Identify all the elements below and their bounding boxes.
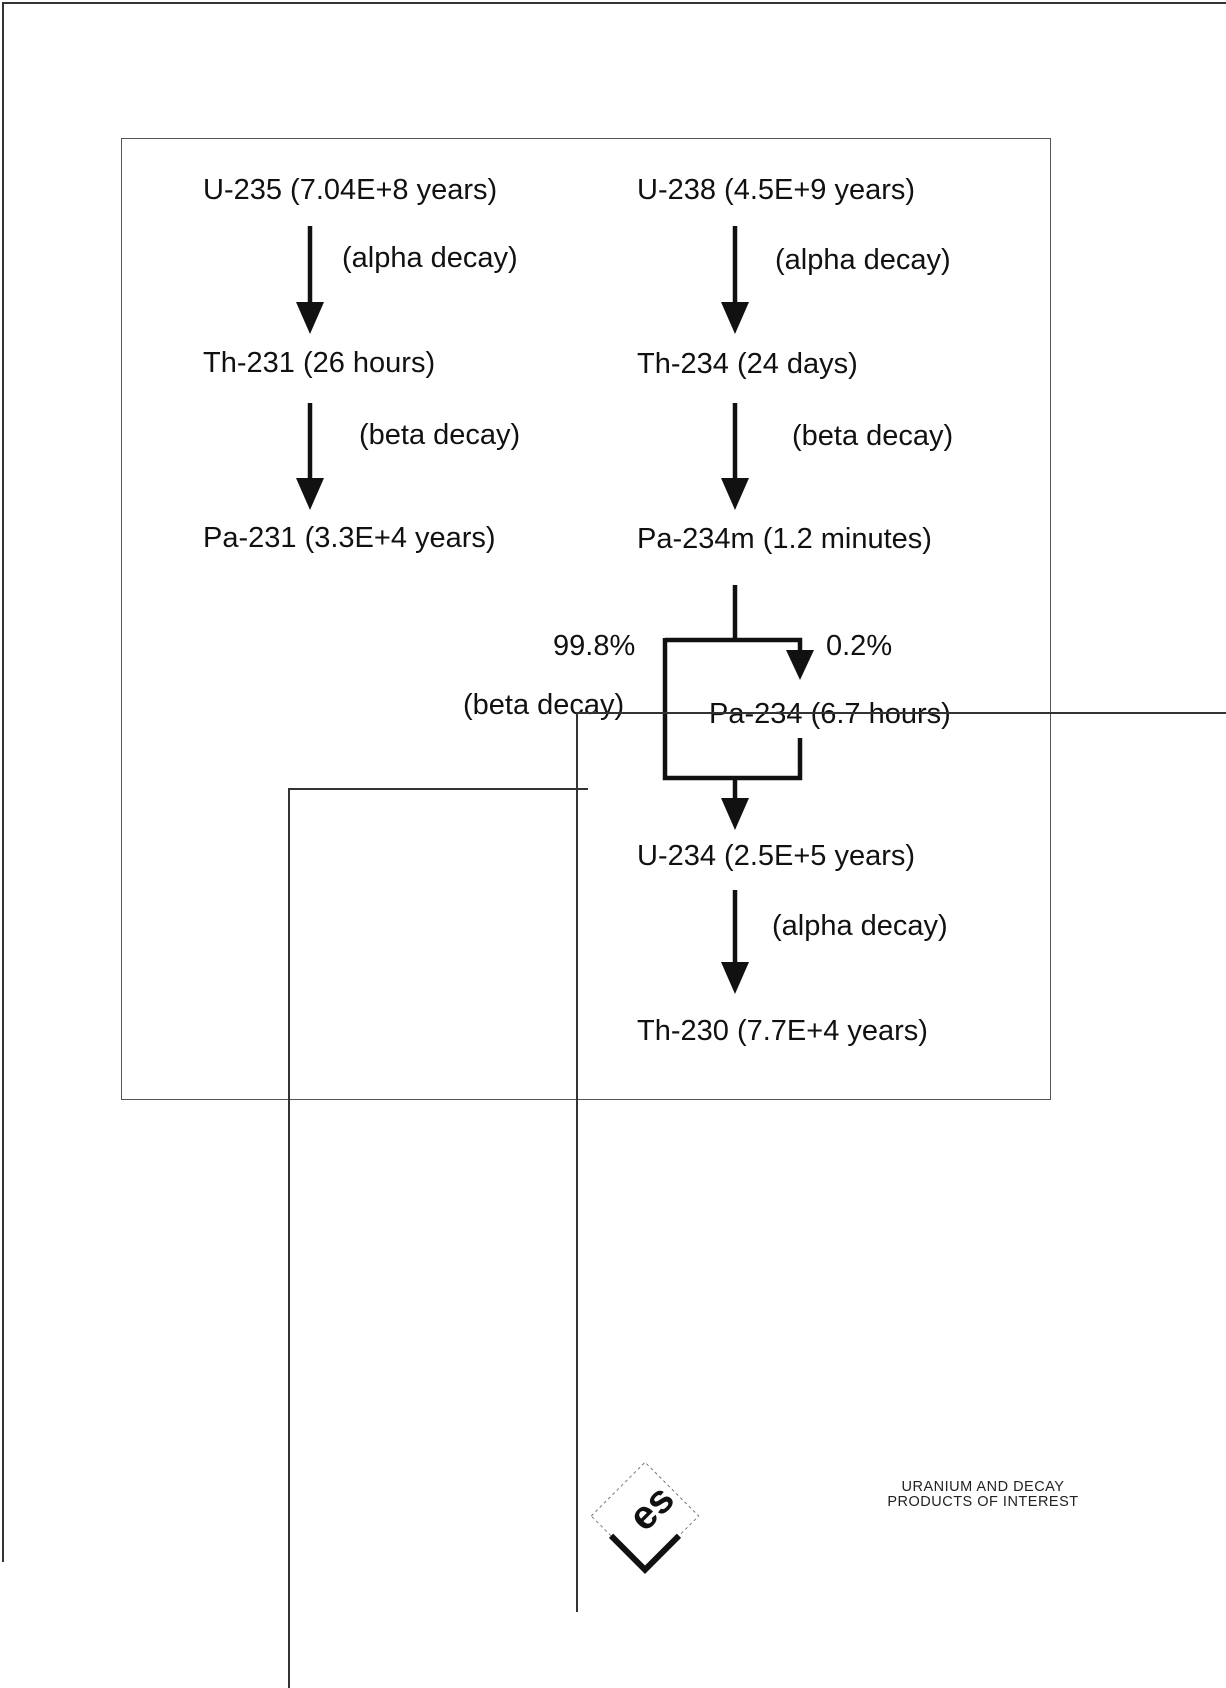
drawing-title-line1: URANIUM AND DECAY [901,1479,1065,1495]
decay-label-u235: (alpha decay) [342,242,518,274]
decay-label-th234: (beta decay) [792,420,954,452]
node-u238: U-238 (4.5E+9 years) [637,174,916,206]
branch-percent-minor: 0.2% [826,630,893,662]
decay-label-u234: (alpha decay) [772,910,948,942]
arrowhead-u234 [721,962,749,994]
arrowhead-th231 [296,478,324,510]
node-pa234: Pa-234 (6.7 hours) [709,698,951,730]
drawing-title: URANIUM AND DECAY PRODUCTS OF INTEREST [848,1479,1118,1511]
decay-label-u238: (alpha decay) [775,244,951,276]
page-frame [2,2,1226,1562]
les-logo-icon: es [585,1456,705,1581]
arrowhead-to-pa234 [786,650,814,680]
title-block-side [288,788,588,1688]
node-th234: Th-234 (24 days) [637,348,858,380]
arrowhead-u238 [721,302,749,334]
branch-percent-major: 99.8% [553,630,636,662]
decay-label-th231: (beta decay) [359,419,521,451]
arrowhead-u235 [296,302,324,334]
arrowhead-to-u234 [721,798,749,830]
svg-text:es: es [620,1477,683,1540]
node-u234: U-234 (2.5E+5 years) [637,840,916,872]
decay-arrows [296,226,814,994]
title-block [576,712,1226,1612]
branch-top-line [665,637,803,652]
node-pa231: Pa-231 (3.3E+4 years) [203,522,496,554]
node-pa234m: Pa-234m (1.2 minutes) [637,523,932,555]
node-u235: U-235 (7.04E+8 years) [203,174,498,206]
branch-bottom-loop [662,638,803,781]
decay-label-pa234m: (beta decay) [463,689,625,721]
arrowhead-th234 [721,478,749,510]
drawing-title-line2: PRODUCTS OF INTEREST [887,1494,1079,1511]
decay-diagram-box [121,138,1051,1100]
node-th230: Th-230 (7.7E+4 years) [637,1015,928,1047]
node-th231: Th-231 (26 hours) [203,347,436,379]
